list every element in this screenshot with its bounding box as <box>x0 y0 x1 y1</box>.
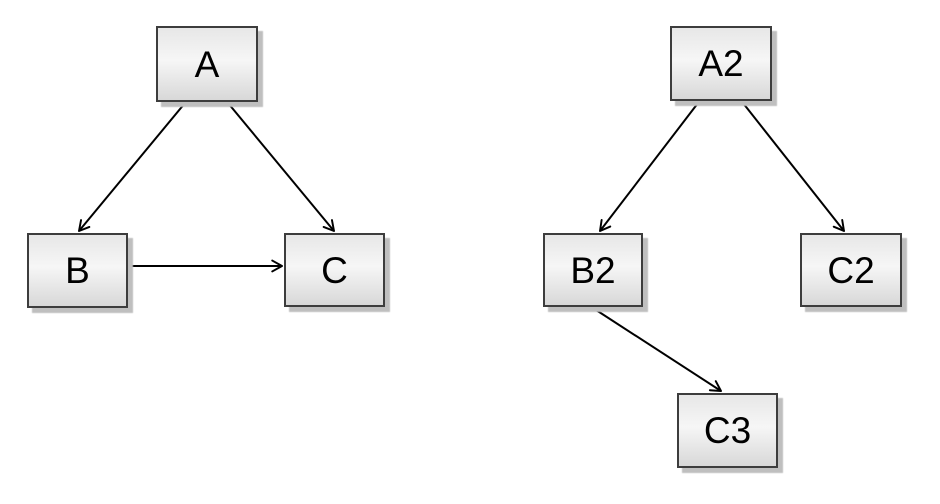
edge-A2-to-C2 <box>742 102 845 232</box>
node-C: C <box>284 233 385 307</box>
edge-A-to-B <box>78 102 186 232</box>
node-label-B2: B2 <box>570 249 616 291</box>
node-A2: A2 <box>670 26 772 101</box>
node-A: A <box>156 26 258 102</box>
edge-B2-to-C3 <box>592 307 722 392</box>
node-label-A2: A2 <box>698 43 744 84</box>
edge-A2-to-B2 <box>599 102 699 232</box>
node-B: B <box>27 233 128 308</box>
node-label-B: B <box>65 250 90 291</box>
node-label-C2: C2 <box>827 249 875 291</box>
node-B2: B2 <box>543 233 643 307</box>
node-label-C3: C3 <box>703 410 752 451</box>
node-label-A: A <box>194 43 220 85</box>
node-C3: C3 <box>677 393 778 468</box>
node-C2: C2 <box>800 233 902 307</box>
node-label-C: C <box>321 249 348 291</box>
edge-A-to-C <box>227 102 335 232</box>
